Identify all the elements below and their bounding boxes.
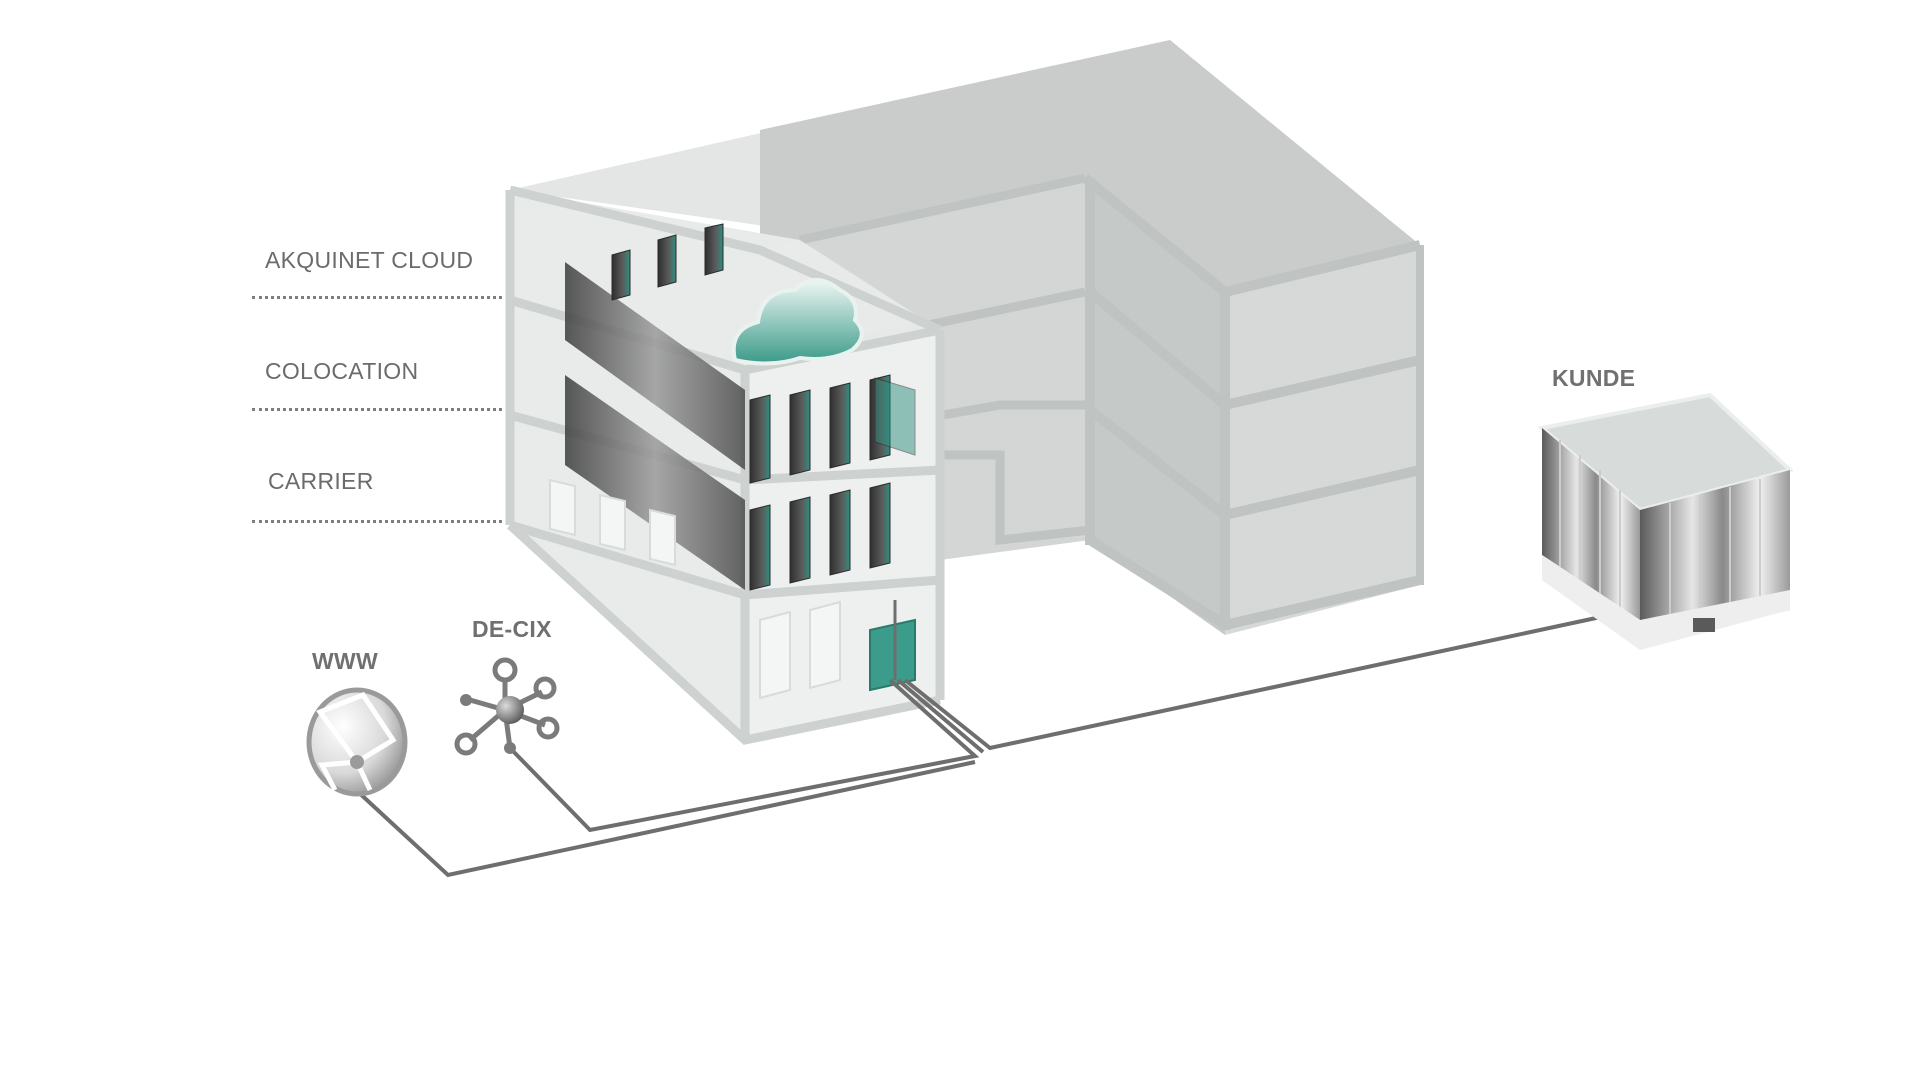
network-hub-icon (454, 657, 560, 756)
network-connections (354, 600, 1611, 878)
node-label-decix: DE-CIX (472, 616, 552, 642)
leader-line-colocation (252, 408, 502, 411)
floor-label-cloud: AKQUINET CLOUD (265, 247, 474, 273)
node-label-kunde: KUNDE (1552, 365, 1636, 391)
globe-network-icon (306, 687, 408, 797)
node-label-www: WWW (312, 648, 379, 674)
customer-building-icon (1537, 392, 1794, 650)
floor-label-carrier: CARRIER (268, 468, 374, 494)
leader-line-carrier (252, 520, 502, 523)
server-racks-colocation-floor (565, 375, 891, 591)
leader-line-cloud (252, 296, 502, 299)
cloud-icon (731, 278, 864, 366)
floor-label-colocation: COLOCATION (265, 358, 419, 384)
carrier-equipment (549, 478, 916, 700)
server-racks-cloud-floor (565, 223, 916, 484)
